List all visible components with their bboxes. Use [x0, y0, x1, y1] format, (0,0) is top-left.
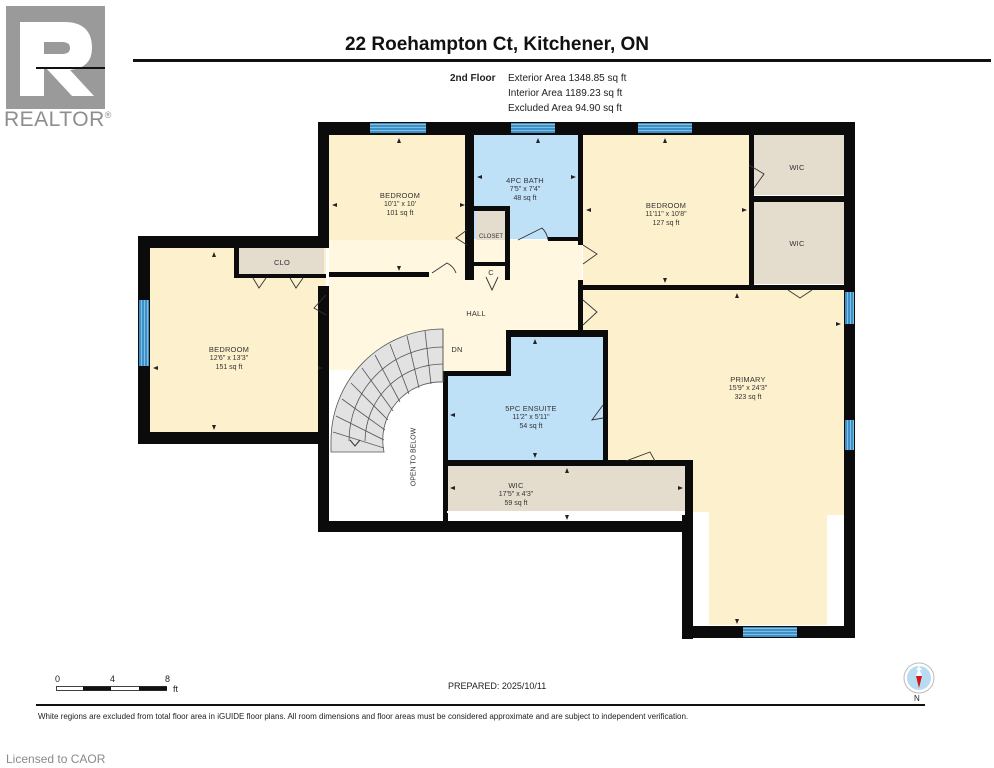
scale-bar: 0 4 8 ft [55, 674, 195, 702]
window [743, 627, 797, 637]
room-bedroom-left[interactable] [150, 248, 326, 432]
exterior-area: Exterior Area 1348.85 sq ft [508, 73, 627, 84]
wall [505, 206, 510, 280]
wall [234, 274, 326, 278]
header-divider [133, 59, 991, 62]
spiral-staircase [330, 328, 444, 453]
label-wic-bottom: WIC 17'5" x 4'3" 59 sq ft [498, 481, 534, 507]
compass-icon [903, 662, 935, 694]
label-closet: CLOSET [478, 234, 504, 240]
primary-excluded-right [827, 515, 844, 625]
wall [472, 206, 510, 211]
wall [318, 521, 693, 532]
room-wic-mid[interactable] [754, 202, 844, 284]
hall-notch [447, 337, 509, 371]
wall [472, 262, 510, 266]
label-open-to-below: OPEN TO BELOW [410, 427, 418, 487]
room-wic-top[interactable] [754, 135, 844, 195]
wall [844, 122, 855, 638]
excluded-area: Excluded Area 94.90 sq ft [508, 103, 622, 114]
wall [443, 460, 693, 466]
window [845, 420, 854, 450]
label-primary: PRIMARY 15'9" x 24'3" 323 sq ft [728, 375, 768, 401]
room-primary-lower[interactable] [692, 455, 844, 625]
scale-unit: ft [173, 684, 179, 694]
wall [465, 135, 474, 280]
wall [682, 515, 693, 639]
window [845, 292, 854, 324]
wall [329, 272, 429, 277]
realtor-logo-mark [6, 6, 105, 109]
label-bedroom-right: BEDROOM 11'11" x 10'8" 127 sq ft [645, 201, 687, 227]
wall [506, 330, 608, 337]
wall [578, 135, 583, 245]
scale-tick-4: 4 [110, 674, 116, 684]
room-primary[interactable] [583, 290, 844, 460]
wall [443, 371, 511, 376]
prepared-date: PREPARED: 2025/10/11 [448, 681, 547, 691]
label-4pc-bath: 4PC BATH 7'5" x 7'4" 48 sq ft [506, 176, 544, 202]
scale-tick-8: 8 [165, 674, 171, 684]
wall [506, 330, 511, 376]
label-hall: HALL [466, 309, 486, 318]
property-address-title: 22 Roehampton Ct, Kitchener, ON [344, 34, 650, 55]
floor-plan: BEDROOM 10'1" x 10' 101 sq ft 4PC BATH 7… [138, 122, 855, 639]
wall [578, 280, 583, 330]
wall [685, 460, 693, 522]
wall [548, 237, 583, 241]
wall [754, 196, 844, 202]
disclaimer-text: White regions are excluded from total fl… [38, 712, 689, 721]
doors [252, 164, 813, 462]
label-c-closet: C [488, 268, 494, 277]
room-bedroom-right[interactable] [583, 135, 749, 285]
window [139, 300, 149, 366]
wall [138, 432, 329, 444]
wall [138, 236, 329, 248]
wall [234, 248, 239, 275]
interior-area: Interior Area 1189.23 sq ft [508, 88, 623, 99]
area-summary: Exterior Area 1348.85 sq ft Interior Are… [508, 71, 626, 116]
plan-overlay [153, 138, 841, 624]
footer-divider [36, 704, 925, 706]
wall [603, 330, 608, 465]
realtor-logo-text: REALTOR® [4, 108, 112, 131]
room-clo[interactable] [238, 248, 324, 274]
wall [749, 135, 754, 290]
label-5pc-ensuite: 5PC ENSUITE 11'2" x 5'11" 54 sq ft [505, 404, 557, 430]
wall [318, 286, 329, 532]
floor-label: 2nd Floor [450, 73, 496, 84]
label-bedroom-top: BEDROOM 10'1" x 10' 101 sq ft [379, 191, 421, 217]
label-clo: CLO [273, 258, 291, 267]
scale-bar-graphic [56, 686, 167, 691]
wall [318, 122, 329, 240]
window [511, 123, 555, 133]
window [370, 123, 426, 133]
label-wic-mid: WIC [789, 239, 805, 248]
label-bedroom-left: BEDROOM 12'6" x 13'3" 151 sq ft [208, 345, 250, 371]
label-stairs-down: DN [451, 345, 463, 354]
primary-excluded-left [692, 512, 709, 625]
wall [447, 511, 685, 513]
window [638, 123, 692, 133]
wall [583, 285, 844, 290]
scale-tick-0: 0 [55, 674, 61, 684]
dimension-arrows [153, 138, 841, 624]
label-wic-top: WIC [789, 163, 805, 172]
wall [443, 371, 448, 523]
realtor-r-icon [6, 6, 105, 109]
compass-north-label: N [914, 694, 920, 703]
wall [318, 122, 855, 135]
license-notice: Licensed to CAOR [6, 752, 106, 766]
